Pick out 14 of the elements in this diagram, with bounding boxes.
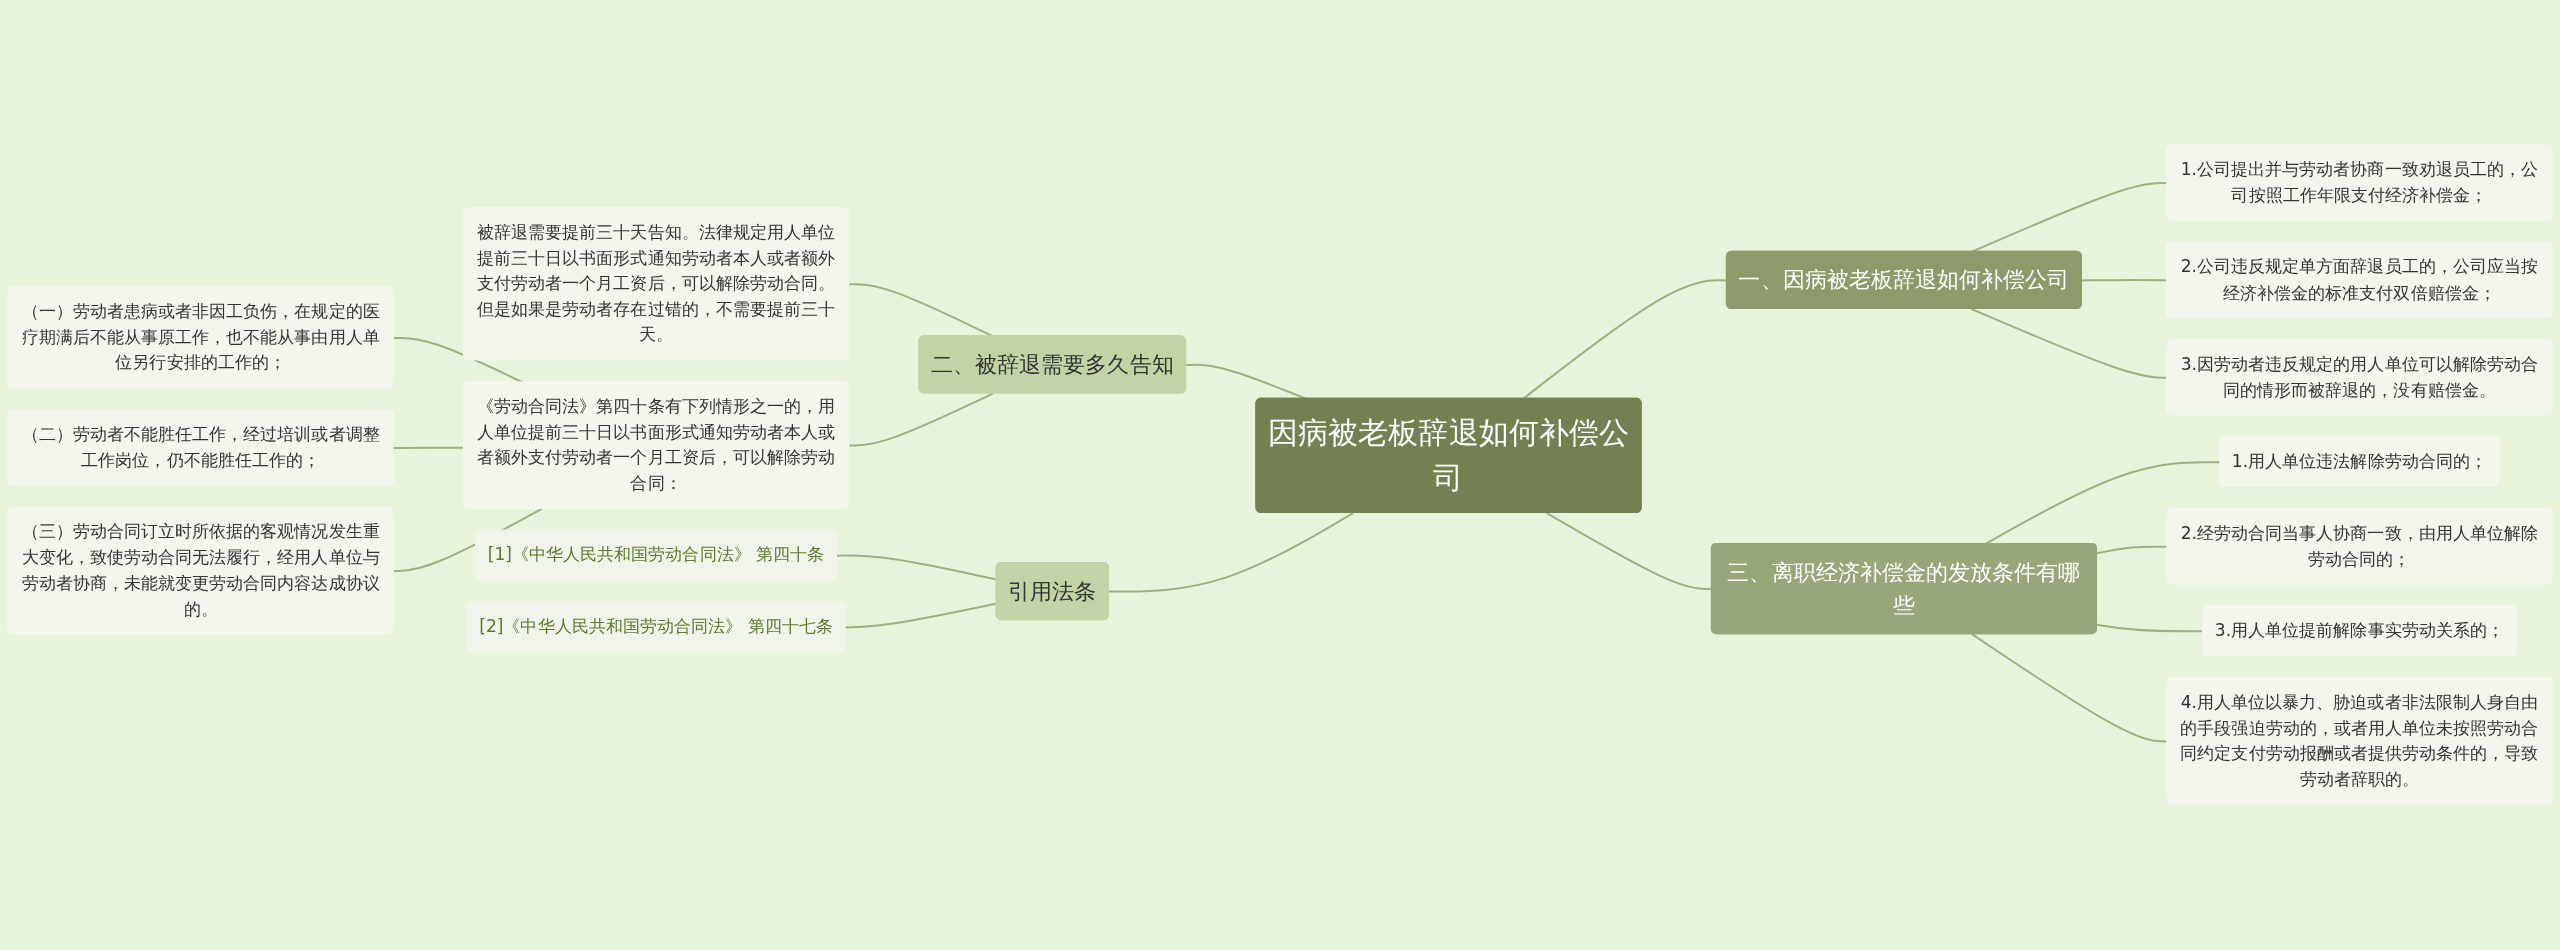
connector: [393, 447, 464, 450]
connector: [1522, 279, 1727, 400]
connector: [845, 602, 997, 629]
connector: [393, 337, 524, 384]
connector: [2096, 624, 2204, 633]
connector: [849, 283, 994, 338]
connector: [2096, 546, 2168, 555]
connector: [1546, 512, 1712, 591]
connector: [836, 555, 997, 581]
connector: [1108, 512, 1354, 593]
connector: [849, 393, 994, 448]
connector: [1970, 308, 2168, 380]
connector: [2082, 279, 2168, 282]
connector: [1971, 633, 2168, 743]
